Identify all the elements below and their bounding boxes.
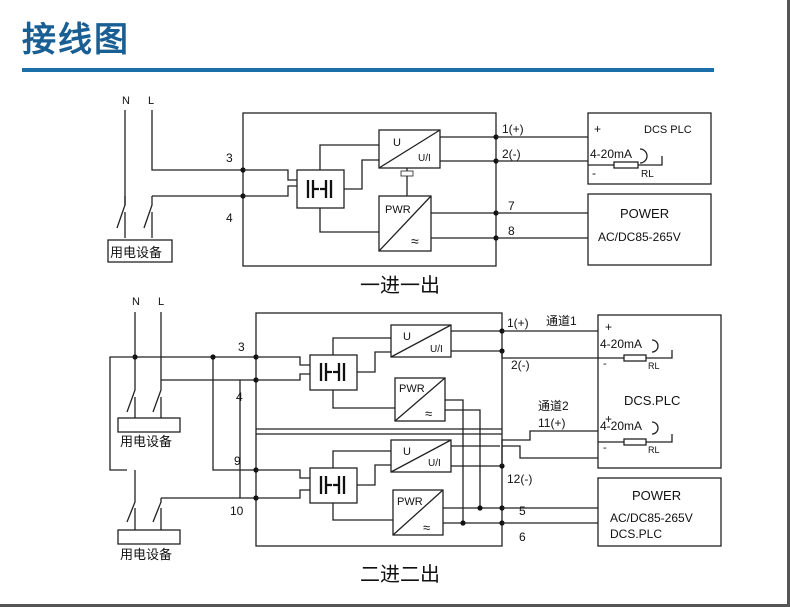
l-wire-to-3 <box>151 110 243 171</box>
page-title: 接线图 <box>22 20 130 60</box>
d2-dcs-plus-label: + <box>605 320 612 334</box>
d2-terminal-2-label: 2(-) <box>511 358 530 372</box>
d2-field-wires <box>501 330 598 524</box>
d2-terminal-12-label: 12(-) <box>507 472 532 486</box>
d2-terminal-10-label: 10 <box>230 504 244 518</box>
load-device-b-label: 用电设备 <box>120 547 172 562</box>
converter1-ui-label: U/I <box>430 344 443 355</box>
dcs-plus-label: + <box>594 122 601 136</box>
terminal-1-label: 1(+) <box>502 122 524 136</box>
dcs-rl-label: RL <box>641 169 654 180</box>
load-device-label: 用电设备 <box>110 245 162 260</box>
transmitter-housing <box>242 112 497 267</box>
rail-wires <box>109 356 256 499</box>
converter-u-label: U <box>393 137 401 149</box>
power-module2-label: PWR <box>397 496 423 508</box>
converter2-ui-label: U/I <box>428 458 441 469</box>
load-device-b-box <box>117 529 181 545</box>
load-resistor <box>613 161 639 169</box>
power-module1-label: PWR <box>399 383 425 395</box>
power-module2-ac-symbol: ≈ <box>423 520 430 535</box>
load-device-a-label: 用电设备 <box>120 434 172 449</box>
power-module1-ac-symbol: ≈ <box>425 406 432 421</box>
n-wire-to-4 <box>124 195 243 205</box>
l-wire-switch <box>143 196 153 238</box>
d2-dcs-plc-title: DCS.PLC <box>624 393 680 408</box>
lower-switch-wires <box>126 470 240 530</box>
l2-wire <box>152 312 162 418</box>
frame-edge-right <box>787 0 790 607</box>
d2-terminal-3-label: 3 <box>238 340 245 354</box>
internal-wires <box>319 144 379 233</box>
l2-terminal-label: L <box>158 296 164 308</box>
converter2-u-label: U <box>403 446 411 458</box>
power-spec: AC/DC85-265V <box>598 230 681 244</box>
channel-divider <box>256 428 502 435</box>
diagram1-caption: 一进一出 <box>360 274 440 297</box>
d2-terminal-4-label: 4 <box>236 390 243 404</box>
terminal-8-label: 8 <box>508 224 515 238</box>
dcs-minus-label: - <box>592 166 596 180</box>
diagram-single-channel: N L 用电设备 3 4 U U/I PWR ≈ <box>107 95 712 297</box>
d2-terminal-5-label: 5 <box>519 504 526 518</box>
power-buses <box>443 399 502 524</box>
terminal-3-label: 3 <box>226 151 233 165</box>
converter-ui-label: U/I <box>418 153 431 164</box>
d2-power-title: POWER <box>632 488 681 503</box>
ct1-symbol <box>319 363 346 381</box>
d2-dcs-minus-label: - <box>603 358 607 370</box>
n-wire <box>116 110 126 238</box>
channel2-label: 通道2 <box>538 399 569 413</box>
terminal-2-label: 2(-) <box>502 147 521 161</box>
power-module-ac-symbol: ≈ <box>411 233 419 249</box>
d2-dcs-current2-label: 4-20mA <box>600 419 642 433</box>
diagram2-caption: 二进二出 <box>360 563 440 586</box>
power-supply-box <box>587 193 712 266</box>
d2-power-supply-box <box>597 477 722 547</box>
power-title: POWER <box>620 206 669 221</box>
dcs-plc-box <box>587 112 712 185</box>
d2-dcs-current-label: 4-20mA <box>600 337 642 351</box>
diagram-dual-channel: N L 用电设备 用电设备 3 4 9 10 U U/I PWR <box>109 296 722 586</box>
ct-input-wires <box>243 169 297 197</box>
title-divider <box>22 68 714 72</box>
d2-power-sub: DCS.PLC <box>610 527 662 541</box>
load-device-box <box>107 239 173 263</box>
ct2-symbol <box>319 476 346 494</box>
load-device-a-box <box>117 417 181 433</box>
d2-power-spec: AC/DC85-265V <box>610 511 693 525</box>
terminal-4-label: 4 <box>226 211 233 225</box>
d2-terminal-6-label: 6 <box>519 530 526 544</box>
field-wires <box>496 136 588 239</box>
d2-dcs-plus2-label: + <box>605 412 612 426</box>
d2-terminal-11-label: 11(+) <box>538 416 565 430</box>
d2-dcs-minus2-label: - <box>603 442 607 454</box>
converter1-u-label: U <box>403 331 411 343</box>
output-wires <box>431 136 496 239</box>
current-loop-arrow <box>639 148 648 164</box>
dcs-plc-title: DCS PLC <box>644 124 692 136</box>
d2-terminal-9-label: 9 <box>234 454 241 468</box>
n2-terminal-label: N <box>132 296 140 308</box>
dcs-current-label: 4-20mA <box>590 147 632 161</box>
d2-terminal-1-label: 1(+) <box>507 316 529 330</box>
terminal-7-label: 7 <box>508 199 515 213</box>
frame-edge-bottom <box>0 604 790 607</box>
d2-dcs-rl2-label: RL <box>648 445 660 455</box>
l-terminal-label: L <box>148 95 154 107</box>
d2-dcs-rl-label: RL <box>648 361 660 371</box>
channel1-label: 通道1 <box>546 314 577 328</box>
n-terminal-label: N <box>122 95 130 107</box>
ct-symbol <box>306 180 333 198</box>
power-module-label: PWR <box>385 204 411 216</box>
